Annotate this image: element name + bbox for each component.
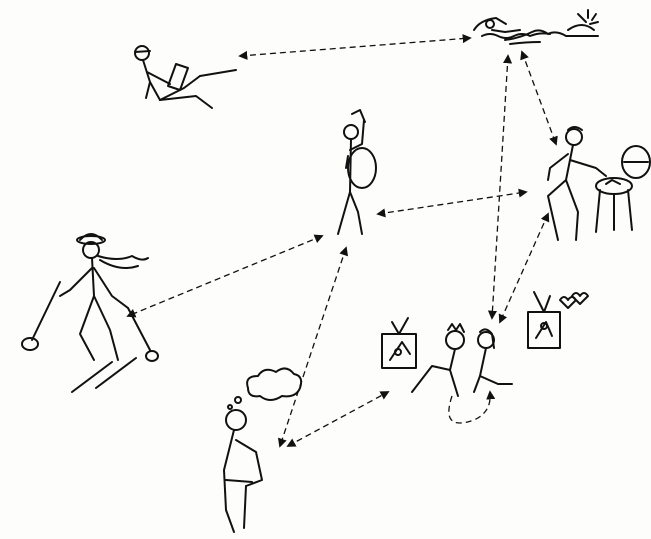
arrow-drummer-griller <box>378 192 526 214</box>
couple-watching-tv-icon <box>382 292 588 396</box>
tv-left <box>382 334 416 368</box>
arrow-swimmer-tv-couple <box>492 56 508 318</box>
arrow-thinker-tv-couple <box>288 392 388 446</box>
person-with-drum-icon <box>338 110 376 234</box>
arrow-swimmer-griller <box>522 52 556 144</box>
sun-rays <box>578 10 598 24</box>
seated-person-thinking-icon <box>224 368 301 532</box>
thought-cloud <box>247 368 301 400</box>
arrow-tv-couple-loop <box>449 392 490 423</box>
arrow-drummer-skier <box>128 236 322 316</box>
arrow-reader-swimmer <box>240 38 470 56</box>
hearts <box>560 293 588 308</box>
person-reading-reclining-icon <box>135 46 236 108</box>
person-at-barbecue-grill-icon <box>548 127 650 240</box>
connection-arrows <box>128 38 556 446</box>
swimmer-with-sun-icon <box>474 10 598 44</box>
skier-icon <box>22 234 158 392</box>
arrow-drummer-thinker <box>280 248 346 446</box>
